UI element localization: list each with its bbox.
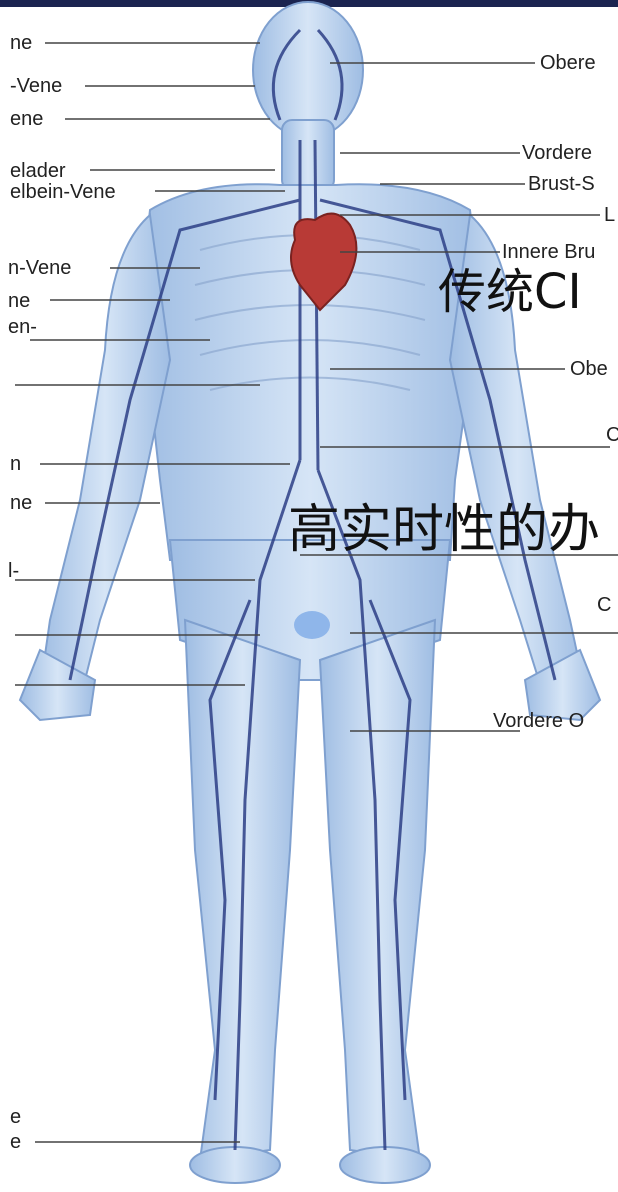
left-label-4: elader xyxy=(10,160,66,182)
left-label-12: e xyxy=(10,1106,21,1128)
right-label-8: C xyxy=(597,594,611,616)
left-label-2: -Vene xyxy=(10,75,62,97)
right-label-7: C xyxy=(606,424,618,446)
left-label-8: en- xyxy=(8,316,37,338)
left-label-11: l- xyxy=(8,560,19,582)
right-label-1: Obere xyxy=(540,52,596,74)
right-label-9: Vordere O xyxy=(493,710,584,732)
bladder xyxy=(294,611,330,639)
left-label-10: ne xyxy=(10,492,32,514)
right-label-2: Vordere xyxy=(522,142,592,164)
overlay-title-line-1: 传统CI xyxy=(438,252,582,322)
left-label-3: ene xyxy=(10,108,43,130)
left-label-5: elbein-Vene xyxy=(10,181,116,203)
left-label-13: e xyxy=(10,1131,21,1153)
right-label-4: L xyxy=(604,204,615,226)
body-silhouette xyxy=(20,2,600,1183)
overlay-title-line-2: 高实时性的办 xyxy=(288,487,600,562)
right-label-3: Brust-S xyxy=(528,173,595,195)
left-label-6: n-Vene xyxy=(8,257,71,279)
left-label-1: ne xyxy=(10,32,32,54)
left-label-9: n xyxy=(10,453,21,475)
right-label-6: Obe xyxy=(570,358,608,380)
left-label-7: ne xyxy=(8,290,30,312)
